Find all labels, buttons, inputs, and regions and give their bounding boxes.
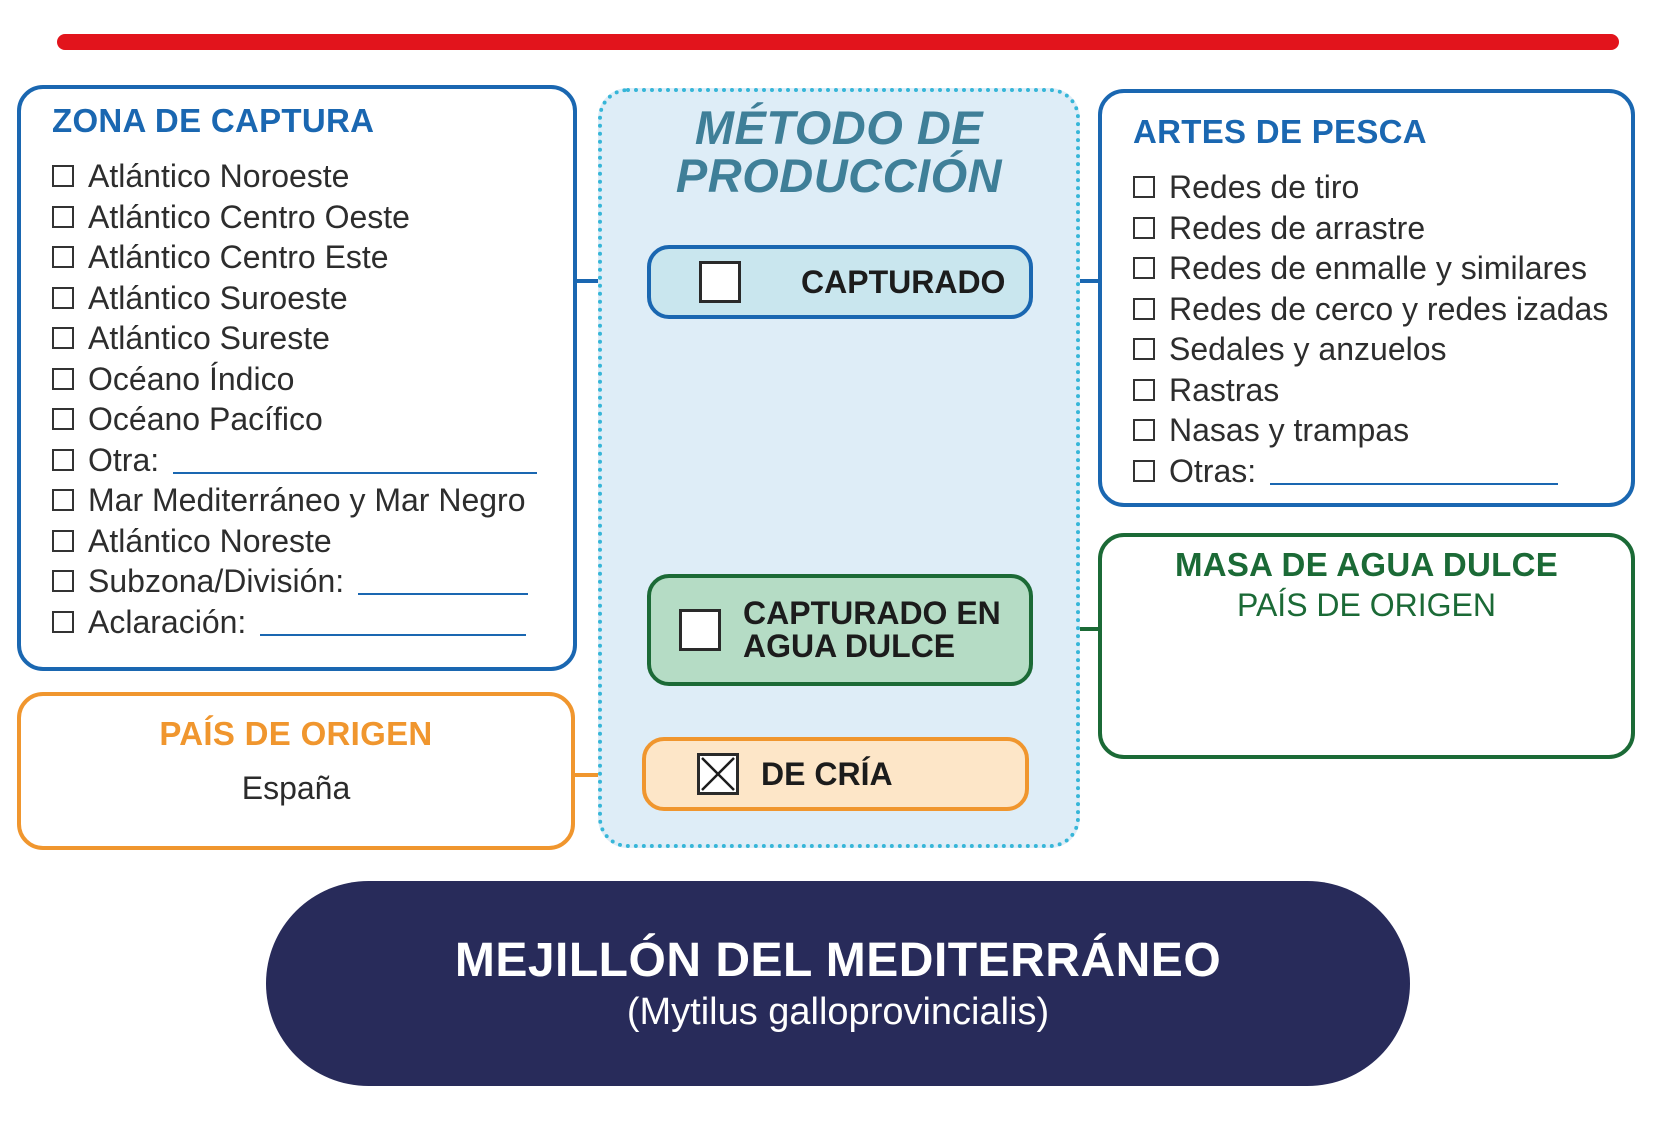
checkbox[interactable] <box>1133 419 1155 442</box>
subzona-fill-line[interactable] <box>358 567 529 596</box>
zona-captura-panel: ZONA DE CAPTURA Atlántico Noroeste Atlán… <box>17 85 577 671</box>
option-de-cria[interactable]: DE CRÍA <box>642 737 1029 811</box>
option-capturado-agua-dulce[interactable]: CAPTURADO EN AGUA DULCE <box>647 574 1033 686</box>
checkbox[interactable] <box>52 408 74 431</box>
masa-agua-dulce-title: MASA DE AGUA DULCE <box>1174 546 1559 583</box>
artes-item-7: Otras: <box>1133 451 1633 492</box>
artes-item-1: Redes de arrastre <box>1133 208 1633 249</box>
zona-captura-title: ZONA DE CAPTURA <box>52 102 375 139</box>
checkbox[interactable] <box>52 529 74 552</box>
zona-item-1: Atlántico Centro Oeste <box>52 197 572 238</box>
check-cross-icon <box>701 757 735 791</box>
zona-item-5: Océano Índico <box>52 359 572 400</box>
metodo-produccion-panel <box>598 88 1080 848</box>
agua-dulce-checkbox[interactable] <box>679 609 721 651</box>
pais-origen-value: España <box>241 770 351 806</box>
checkbox[interactable] <box>1133 297 1155 320</box>
checkbox[interactable] <box>52 489 74 512</box>
checkbox[interactable] <box>52 367 74 390</box>
agua-dulce-label: CAPTURADO EN AGUA DULCE <box>743 595 1001 664</box>
artes-item-3: Redes de cerco y redes izadas <box>1133 289 1633 330</box>
de-cria-checkbox-checked[interactable] <box>697 753 739 795</box>
checkbox[interactable] <box>1133 459 1155 482</box>
checkbox[interactable] <box>52 570 74 593</box>
checkbox[interactable] <box>1133 257 1155 280</box>
artes-item-2: Redes de enmalle y similares <box>1133 248 1633 289</box>
zona-item-8: Mar Mediterráneo y Mar Negro <box>52 480 572 521</box>
checkbox[interactable] <box>1133 216 1155 239</box>
checkbox[interactable] <box>52 286 74 309</box>
capturado-checkbox[interactable] <box>699 261 741 303</box>
checkbox[interactable] <box>52 246 74 269</box>
artes-pesca-title: ARTES DE PESCA <box>1133 113 1427 150</box>
artes-item-4: Sedales y anzuelos <box>1133 329 1633 370</box>
species-scientific-name: (Mytilus galloprovincialis) <box>626 991 1050 1033</box>
pais-origen-panel: PAÍS DE ORIGEN España <box>17 692 575 850</box>
artes-item-6: Nasas y trampas <box>1133 410 1633 451</box>
checkbox[interactable] <box>52 205 74 228</box>
artes-item-5: Rastras <box>1133 370 1633 411</box>
checkbox[interactable] <box>52 448 74 471</box>
zona-item-9: Atlántico Noreste <box>52 521 572 562</box>
zona-captura-list: Atlántico Noroeste Atlántico Centro Oest… <box>52 156 572 642</box>
checkbox[interactable] <box>1133 338 1155 361</box>
checkbox[interactable] <box>1133 378 1155 401</box>
aclaracion-fill-line[interactable] <box>260 608 527 636</box>
zona-item-0: Atlántico Noroeste <box>52 156 572 197</box>
zona-item-7: Otra: <box>52 440 572 481</box>
zona-item-2: Atlántico Centro Este <box>52 237 572 278</box>
artes-item-0: Redes de tiro <box>1133 167 1633 208</box>
zona-item-6: Océano Pacífico <box>52 399 572 440</box>
species-name: MEJILLÓN DEL MEDITERRÁNEO <box>454 934 1222 987</box>
top-accent-bar <box>57 34 1619 50</box>
artes-pesca-list: Redes de tiro Redes de arrastre Redes de… <box>1133 167 1633 491</box>
checkbox[interactable] <box>52 610 74 633</box>
checkbox[interactable] <box>1133 176 1155 199</box>
artes-pesca-panel: ARTES DE PESCA Redes de tiro Redes de ar… <box>1098 89 1635 507</box>
masa-agua-dulce-panel: MASA DE AGUA DULCE PAÍS DE ORIGEN <box>1098 533 1635 759</box>
species-banner: MEJILLÓN DEL MEDITERRÁNEO (Mytilus gallo… <box>266 881 1410 1086</box>
pais-origen-title: PAÍS DE ORIGEN <box>159 715 433 752</box>
checkbox[interactable] <box>52 327 74 350</box>
masa-agua-dulce-subtitle: PAÍS DE ORIGEN <box>1236 587 1496 623</box>
otras-fill-line[interactable] <box>1270 457 1559 485</box>
zona-item-3: Atlántico Suroeste <box>52 278 572 319</box>
zona-item-4: Atlántico Sureste <box>52 318 572 359</box>
zona-item-11: Aclaración: <box>52 602 572 643</box>
zona-item-10: Subzona/División: <box>52 561 572 602</box>
option-capturado[interactable]: CAPTURADO <box>647 245 1033 319</box>
checkbox[interactable] <box>52 165 74 188</box>
otra-fill-line[interactable] <box>173 446 538 474</box>
metodo-produccion-title: MÉTODO DE PRODUCCIÓN <box>675 101 1003 202</box>
